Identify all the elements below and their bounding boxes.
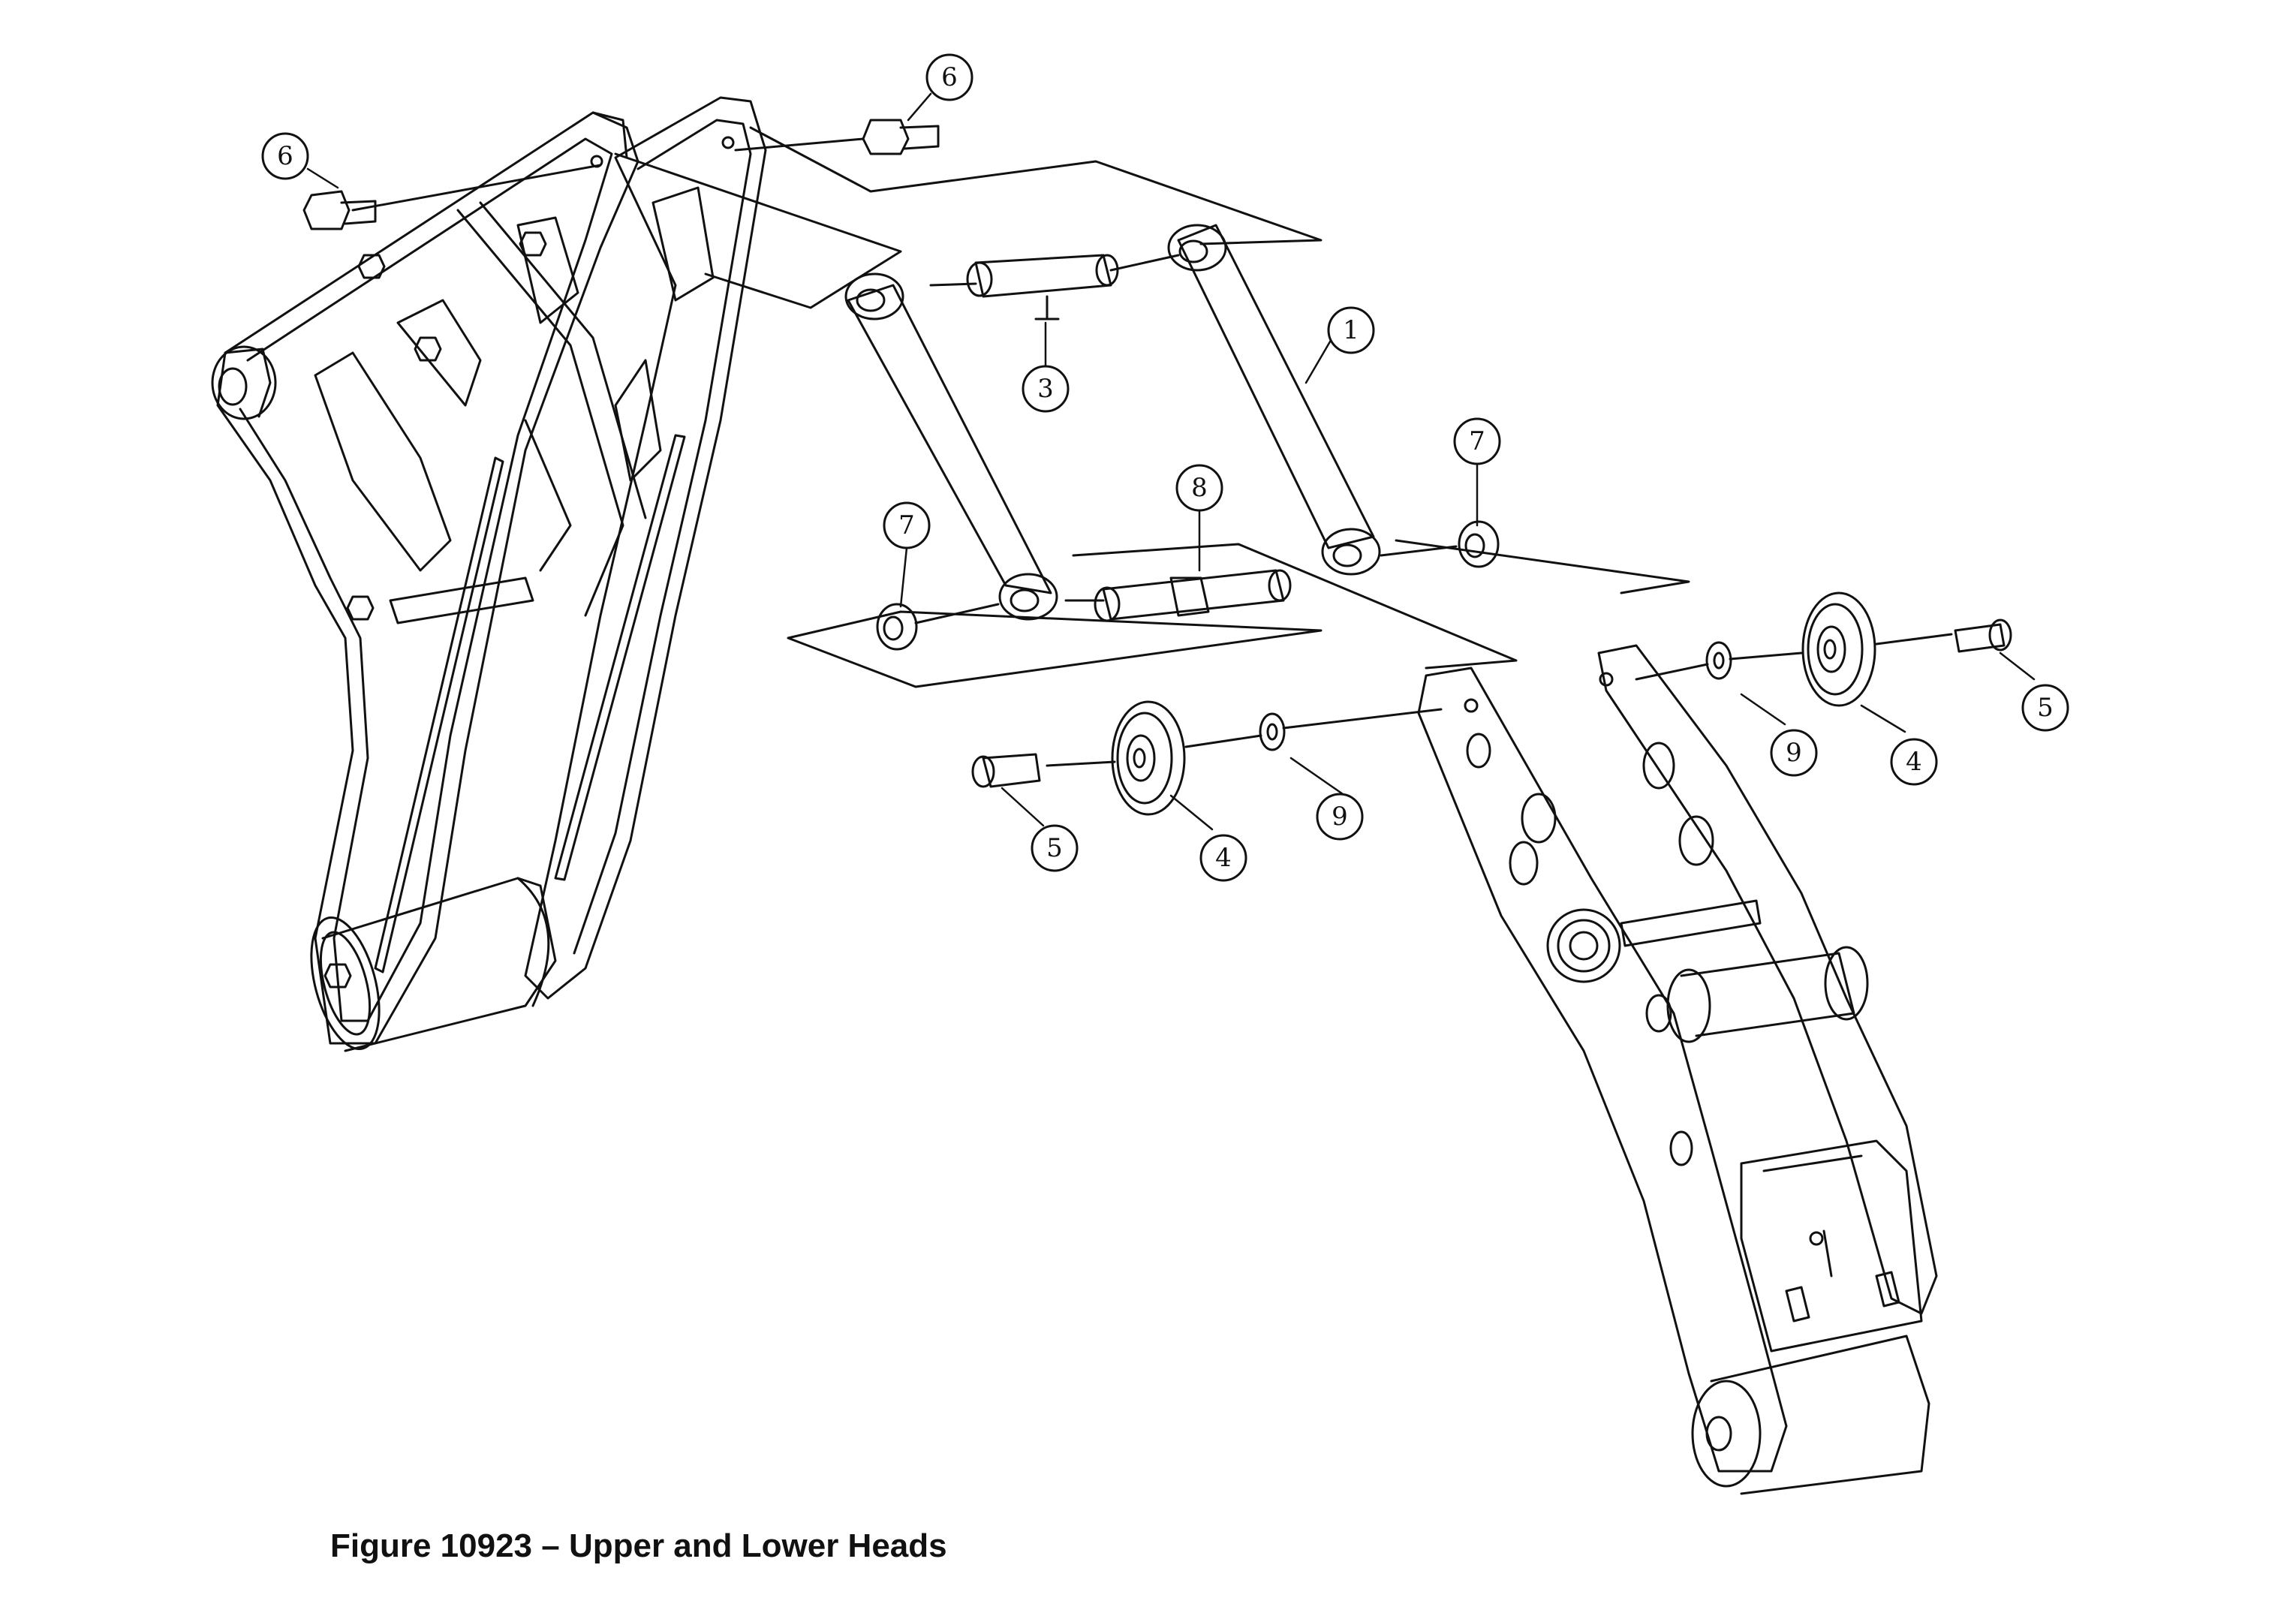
callout-9-right: 9 <box>1770 729 1818 777</box>
svg-text:4: 4 <box>1906 747 1922 777</box>
pin-part-3 <box>966 254 1119 320</box>
callout-3: 3 <box>1022 365 1070 413</box>
callout-9-left: 9 <box>1316 793 1364 841</box>
callout-5-left: 5 <box>1031 824 1079 872</box>
callout-6-left: 6 <box>261 132 309 180</box>
callouts: 6 6 3 1 7 8 7 9 <box>261 53 2069 882</box>
svg-text:4: 4 <box>1215 843 1232 873</box>
lower-head-frame <box>1417 644 1938 1495</box>
callout-5-right: 5 <box>2021 684 2069 732</box>
leader-lines <box>306 92 2036 831</box>
upper-linkage <box>302 119 1690 688</box>
pin-part-8 <box>1094 569 1292 622</box>
figure-caption: Figure 10923 – Upper and Lower Heads <box>330 1527 947 1564</box>
svg-text:9: 9 <box>1332 802 1348 832</box>
callout-4-right: 4 <box>1890 738 1938 786</box>
svg-text:6: 6 <box>277 141 293 171</box>
svg-text:8: 8 <box>1191 473 1208 503</box>
svg-text:6: 6 <box>941 62 958 92</box>
callout-6-top: 6 <box>925 53 973 101</box>
svg-text:7: 7 <box>898 510 915 540</box>
svg-text:1: 1 <box>1343 315 1359 345</box>
callout-1: 1 <box>1327 306 1375 354</box>
callout-8: 8 <box>1175 464 1223 512</box>
callout-4-left: 4 <box>1199 834 1247 882</box>
callout-7-right: 7 <box>1453 417 1501 465</box>
svg-text:5: 5 <box>2037 693 2054 723</box>
upper-head-frame <box>211 96 767 1052</box>
svg-text:5: 5 <box>1046 833 1063 863</box>
svg-text:3: 3 <box>1037 374 1054 404</box>
svg-text:7: 7 <box>1469 426 1485 456</box>
lower-hardware <box>971 591 2012 816</box>
svg-text:9: 9 <box>1786 738 1802 768</box>
callout-7-left: 7 <box>883 501 931 549</box>
